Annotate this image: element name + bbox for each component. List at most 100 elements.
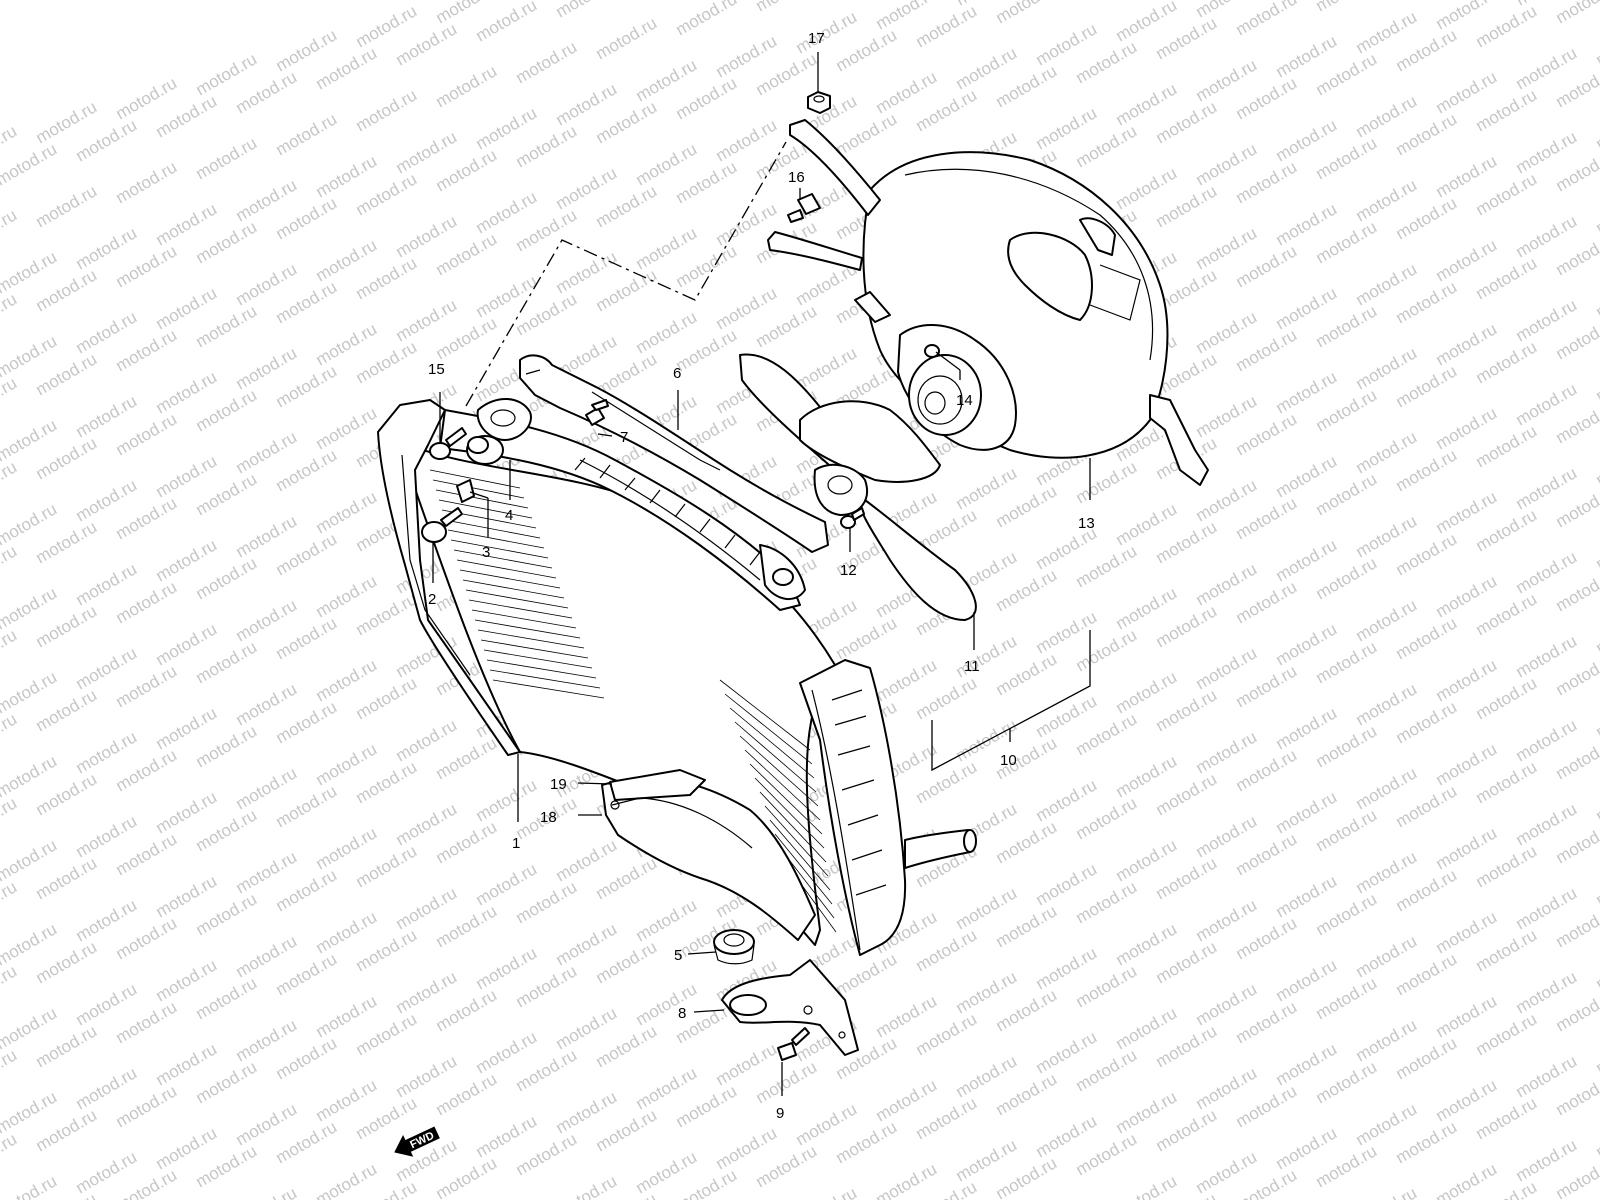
watermark-text: motod.ru — [313, 1159, 381, 1200]
watermark-text: motod.ru — [0, 139, 60, 189]
radiator-fin-line — [459, 569, 561, 589]
callout-10: 10 — [1000, 752, 1017, 769]
radiator-fin-line — [774, 833, 833, 905]
radiator-fin-line — [477, 629, 585, 649]
watermark-text: motod.ru — [0, 625, 20, 675]
radiator-part — [377, 398, 977, 956]
watermark-text: motod.ru — [1593, 1027, 1600, 1077]
watermark-text: motod.ru — [0, 205, 20, 255]
watermark-text: motod.ru — [873, 1159, 941, 1200]
radiator-fin-line — [764, 805, 829, 877]
radiator-fin-line — [468, 599, 573, 619]
watermark-text: motod.ru — [1593, 355, 1600, 405]
watermark-text: motod.ru — [1353, 1183, 1421, 1200]
radiator-fin-line — [462, 579, 565, 599]
watermark-text: motod.ru — [793, 1183, 861, 1200]
watermark-text: motod.ru — [1593, 943, 1600, 993]
radiator-fin-line — [489, 669, 601, 689]
watermark-text: motod.ru — [0, 1171, 60, 1200]
callout-labels: 17 16 15 6 14 7 4 13 3 12 2 11 10 19 18 … — [428, 30, 1095, 1122]
callout-3: 3 — [482, 544, 490, 561]
radiator-fin-line — [483, 649, 593, 669]
callout-6: 6 — [673, 365, 681, 382]
callout-17: 17 — [808, 30, 825, 47]
callout-19: 19 — [550, 776, 567, 793]
radiator-fin-line — [486, 659, 597, 679]
watermark-text: motod.ru — [0, 961, 20, 1011]
watermark-text: motod.ru — [0, 1129, 20, 1179]
callout-18: 18 — [540, 809, 557, 826]
callout-16: 16 — [788, 169, 805, 186]
callout-14: 14 — [956, 392, 973, 409]
callout-9: 9 — [776, 1105, 784, 1122]
radiator-fin-line — [429, 469, 521, 489]
callout-7: 7 — [620, 429, 628, 446]
radiator-fin-line — [724, 693, 813, 765]
watermark-text: motod.ru — [0, 289, 20, 339]
watermark-text: motod.ru — [993, 0, 1061, 27]
watermark-text: motod.ru — [433, 61, 501, 111]
watermark-text: motod.ru — [0, 877, 20, 927]
watermark-text: motod.ru — [353, 85, 421, 135]
watermark-text: motod.ru — [1593, 103, 1600, 153]
watermark-text: motod.ru — [1593, 1111, 1600, 1161]
watermark-text: motod.ru — [553, 1171, 621, 1200]
radiator-fin-line — [474, 619, 581, 639]
watermark-text: motod.ru — [1593, 439, 1600, 489]
watermark-text: motod.ru — [233, 1183, 301, 1200]
watermark-text: motod.ru — [1593, 271, 1600, 321]
watermark-text: motod.ru — [113, 157, 181, 207]
radiator-fin-line — [453, 549, 553, 569]
radiator-fin-line — [450, 539, 549, 559]
radiator-fin-line — [438, 499, 533, 519]
watermark-text: motod.ru — [1113, 1171, 1181, 1200]
radiator-fin-line — [729, 707, 815, 779]
watermark-text: motod.ru — [1073, 0, 1141, 3]
watermark-text: motod.ru — [513, 37, 581, 87]
watermark-text: motod.ru — [473, 0, 541, 45]
radiator-fin-line — [492, 679, 605, 699]
watermark-text: motod.ru — [0, 1045, 20, 1095]
watermark-text: motod.ru — [0, 457, 20, 507]
radiator-fin-line — [471, 609, 577, 629]
watermark-text: motod.ru — [1593, 523, 1600, 573]
callout-11: 11 — [964, 658, 980, 675]
radiator-fin-line — [432, 479, 525, 499]
radiator-fin-line — [444, 519, 541, 539]
watermark-text: motod.ru — [1553, 0, 1600, 27]
watermark-text: motod.ru — [1593, 691, 1600, 741]
radiator-fin-line — [754, 777, 825, 849]
watermark-text: motod.ru — [1593, 607, 1600, 657]
radiator-fin-line — [480, 639, 589, 659]
watermark-text: motod.ru — [1593, 19, 1600, 69]
radiator-fin-line — [719, 679, 811, 751]
watermark-text: motod.ru — [0, 541, 20, 591]
callout-13: 13 — [1078, 515, 1095, 532]
fwd-arrow-icon — [394, 1126, 440, 1157]
callout-4: 4 — [505, 507, 513, 524]
radiator-fin-line — [465, 589, 569, 609]
watermark-text: motod.ru — [673, 0, 741, 39]
radiator-fin-line — [435, 489, 529, 509]
callout-12: 12 — [840, 562, 857, 579]
watermark-text: motod.ru — [1593, 187, 1600, 237]
watermark-text: motod.ru — [553, 0, 621, 21]
callout-2: 2 — [428, 591, 436, 608]
radiator-fin-line — [759, 791, 827, 863]
watermark-text: motod.ru — [0, 373, 20, 423]
radiator-fin-line — [769, 819, 831, 891]
callout-5: 5 — [674, 947, 682, 964]
watermark-text: motod.ru — [593, 13, 661, 63]
watermark-text: motod.ru — [1593, 775, 1600, 825]
watermark-text: motod.ru — [1433, 1159, 1501, 1200]
fan-shroud-part — [767, 119, 1209, 486]
fan-blade-part — [739, 353, 977, 621]
watermark-text: motod.ru — [1233, 0, 1301, 39]
watermark-text: motod.ru — [0, 793, 20, 843]
watermark-text: motod.ru — [1313, 0, 1381, 15]
radiator-fin-line — [739, 735, 819, 807]
callout-15: 15 — [428, 361, 445, 378]
callout-1: 1 — [512, 835, 520, 852]
hardware-parts — [421, 91, 940, 1061]
